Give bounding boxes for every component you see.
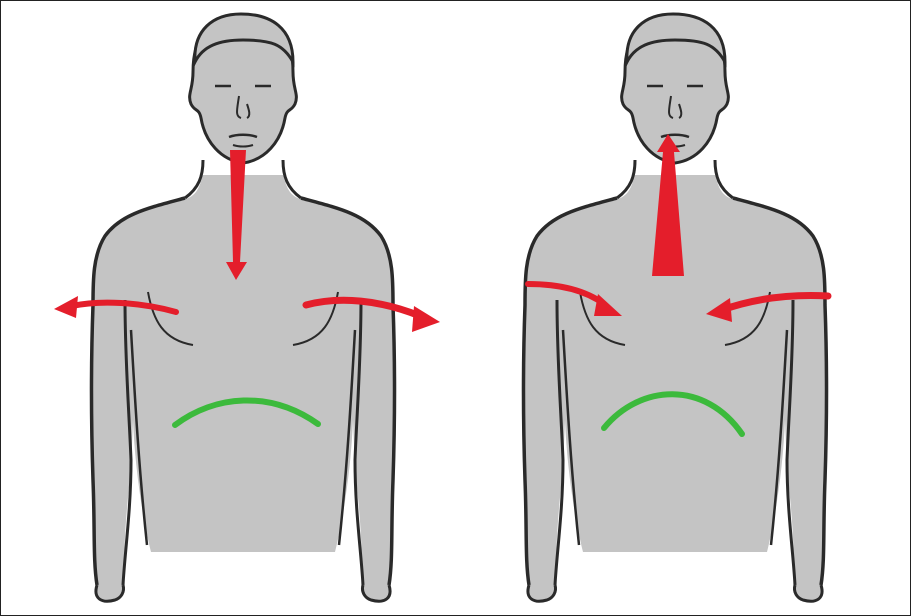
torso-figure-left [91, 14, 395, 601]
torso-figure-right [523, 14, 827, 601]
exhalation-figure [523, 14, 828, 601]
inhalation-figure [54, 14, 440, 601]
